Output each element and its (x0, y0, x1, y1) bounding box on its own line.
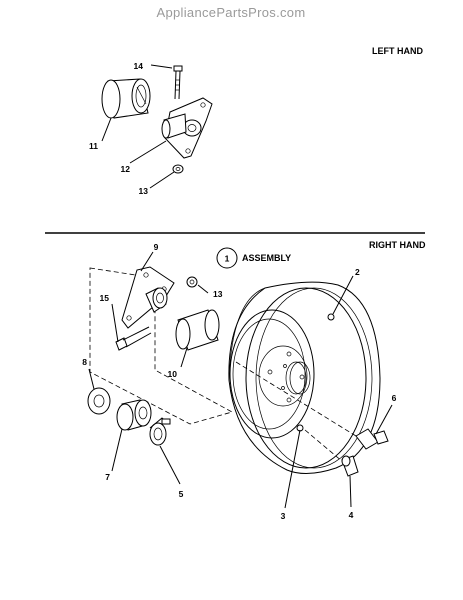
callout-13-right: 13 (213, 289, 223, 299)
part-7-bearing (116, 399, 152, 431)
part-8-seal (87, 387, 111, 415)
callout-8: 8 (82, 357, 87, 367)
part-2-tire (228, 281, 381, 474)
part-4-valve-stem (304, 429, 359, 477)
callout-11: 11 (89, 141, 98, 151)
part-13-nut-right (186, 276, 198, 288)
right-hand-assembly: 1 ASSEMBLY (82, 242, 396, 521)
part-10-bushing (175, 309, 220, 351)
left-hand-assembly: 14 11 12 13 (89, 61, 213, 196)
part-3-rim (229, 309, 335, 439)
callout-15: 15 (100, 293, 110, 303)
callout-2: 2 (355, 267, 360, 277)
assembly-number: 1 (225, 254, 230, 264)
callout-3: 3 (281, 511, 286, 521)
part-9-bracket (121, 266, 175, 329)
callout-13-left: 13 (139, 186, 149, 196)
callout-14: 14 (134, 61, 144, 71)
part-14-bolt (173, 65, 183, 100)
left-hand-title: LEFT HAND (372, 46, 423, 56)
part-6-bolt (235, 361, 389, 450)
part-11-bushing (101, 78, 151, 119)
right-hand-title: RIGHT HAND (369, 240, 426, 250)
callout-9: 9 (154, 242, 159, 252)
part-5-clamp (149, 417, 171, 446)
watermark: AppliancePartsPros.com (157, 5, 306, 20)
assembly-marker (216, 247, 238, 269)
callout-5: 5 (179, 489, 184, 499)
callout-6: 6 (392, 393, 397, 403)
callout-4: 4 (349, 510, 354, 520)
callout-10: 10 (168, 369, 178, 379)
assembly-label: ASSEMBLY (242, 253, 291, 263)
callout-7: 7 (105, 472, 110, 482)
part-12-bracket (161, 97, 213, 159)
part-15-bolt (115, 326, 152, 351)
part-13-nut-left (172, 164, 184, 174)
callout-12: 12 (121, 164, 131, 174)
